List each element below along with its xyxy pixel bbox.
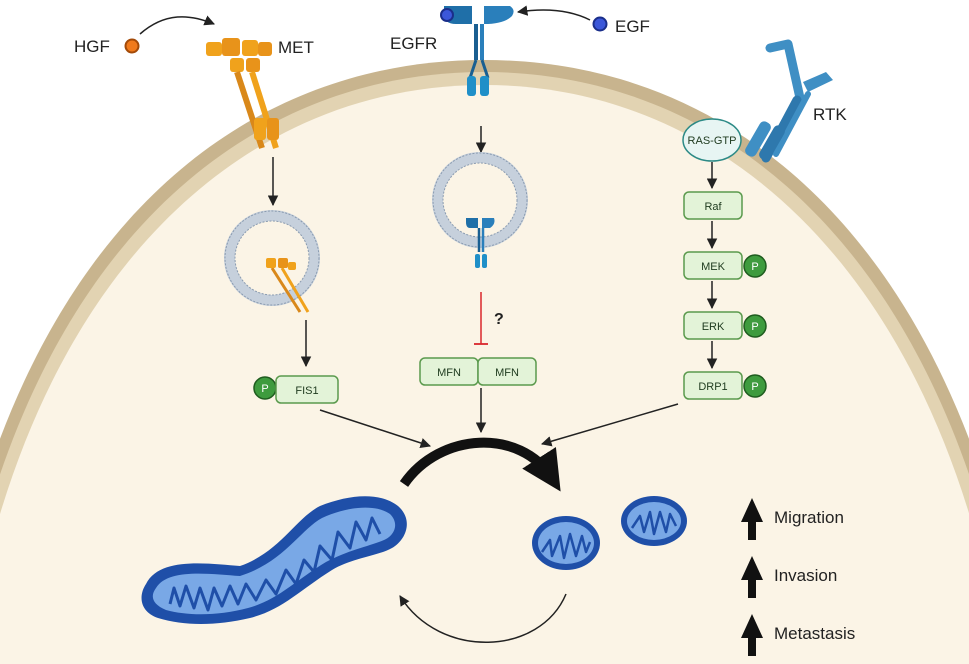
unknown-mechanism-question-mark: ? <box>494 311 504 328</box>
effect-metastasis: Metastasis <box>741 614 855 656</box>
ras-gtp-label: RAS-GTP <box>688 135 737 147</box>
mfn-right-label: MFN <box>495 367 519 379</box>
erk-phospho-badge <box>743 314 767 338</box>
erk-box <box>683 311 743 340</box>
egfr-endosome-icon <box>432 152 528 268</box>
fusion-arrow <box>399 593 567 643</box>
effect-label: Invasion <box>774 566 837 585</box>
met-endosome-icon <box>224 210 320 313</box>
drp1-label: DRP1 <box>698 381 727 393</box>
up-arrow-icon <box>741 556 763 598</box>
fis1-to-fission-arrow <box>319 409 431 449</box>
effect-label: Migration <box>774 508 844 527</box>
fis1-phospho-label: P <box>261 383 268 395</box>
up-arrow-icon <box>741 614 763 656</box>
fis1-label: FIS1 <box>295 385 318 397</box>
erk-phospho-label: P <box>751 321 758 333</box>
met-receptor-icon <box>206 38 279 149</box>
fragmented-mitochondrion-right-icon <box>621 496 687 546</box>
erk-label: ERK <box>702 321 725 333</box>
drp1-phospho-badge <box>743 374 767 398</box>
hgf-binding-arrow <box>139 15 215 35</box>
mfn-right-box <box>477 357 537 386</box>
drp1-phospho-label: P <box>751 381 758 393</box>
effect-migration: Migration <box>741 498 844 540</box>
up-arrow-icon <box>741 498 763 540</box>
egf-ligand-icon <box>592 16 608 32</box>
fragmented-mitochondrion-left-icon <box>532 516 600 570</box>
mek-phospho-label: P <box>751 261 758 273</box>
mek-box <box>683 251 743 280</box>
hgf-ligand-icon <box>124 38 140 54</box>
fission-arrow <box>399 437 561 492</box>
egf-bound-ligand-icon <box>440 8 454 22</box>
rtk-label: RTK <box>813 105 847 124</box>
drp1-to-fission-arrow <box>540 403 679 447</box>
elongated-mitochondrion-icon <box>141 496 407 624</box>
rtk-receptor-icon <box>745 39 833 163</box>
egf-label: EGF <box>615 17 650 36</box>
mek-label: MEK <box>701 261 726 273</box>
drp1-box <box>683 371 743 400</box>
mek-phospho-badge <box>743 254 767 278</box>
ras-gtp-ellipse <box>682 118 742 162</box>
egf-binding-arrow <box>516 5 591 21</box>
egfr-label: EGFR <box>390 34 437 53</box>
raf-label: Raf <box>704 201 722 213</box>
effect-invasion: Invasion <box>741 556 837 598</box>
raf-box <box>683 191 743 220</box>
mfn-left-label: MFN <box>437 367 461 379</box>
effect-label: Metastasis <box>774 624 855 643</box>
met-label: MET <box>278 38 314 57</box>
fis1-box <box>275 375 339 404</box>
hgf-label: HGF <box>74 37 110 56</box>
